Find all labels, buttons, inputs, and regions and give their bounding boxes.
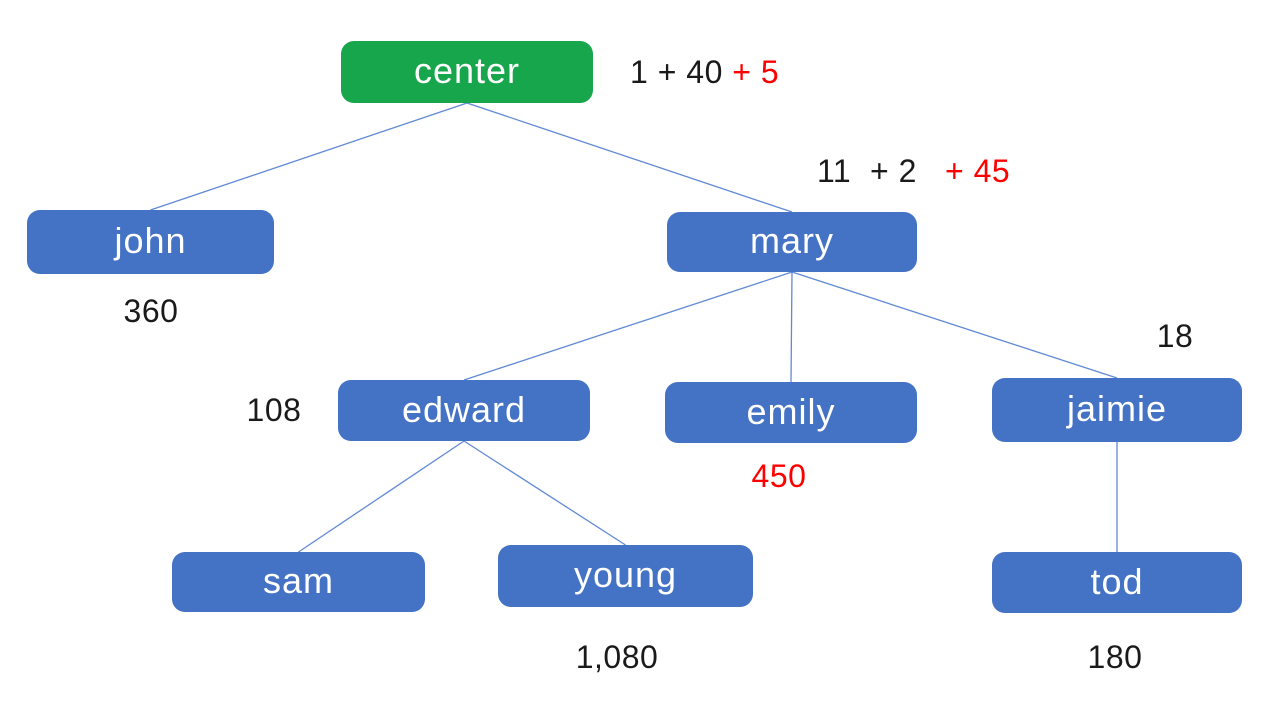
tree-node-label-young: young — [573, 554, 678, 595]
annotation-emily-value: 450 — [752, 460, 807, 492]
annotation-jaimie-value: 18 — [1157, 320, 1194, 352]
annotation-edward-value-part-0: 108 — [246, 392, 302, 428]
connector-edward-to-sam — [298, 440, 465, 553]
tree-node-jaimie[interactable]: jaimie — [992, 378, 1242, 442]
tree-node-label-sam: sam — [262, 560, 334, 601]
tree-node-label-mary: mary — [750, 220, 834, 261]
annotation-center-calc: 1 + 40 + 5 — [630, 56, 779, 88]
tree-node-young[interactable]: young — [498, 545, 753, 607]
tree-node-edward[interactable]: edward — [338, 380, 590, 441]
annotation-john-value: 360 — [124, 295, 179, 327]
connector-edward-to-young — [463, 440, 626, 546]
tree-node-label-center: center — [413, 50, 521, 91]
connector-mary-to-edward — [463, 271, 793, 381]
connector-center-to-mary — [466, 102, 793, 213]
tree-node-label-edward: edward — [401, 388, 527, 430]
tree-node-john[interactable]: john — [27, 210, 274, 274]
connector-mary-to-jaimie — [791, 271, 1118, 379]
annotation-john-value-part-0: 360 — [123, 293, 179, 329]
annotation-emily-value-part-0: 450 — [751, 458, 807, 494]
annotation-center-calc-part-0: 1 + 40 — [630, 54, 723, 90]
tree-node-label-jaimie: jaimie — [1066, 388, 1168, 429]
tree-node-tod[interactable]: tod — [992, 552, 1242, 613]
annotation-edward-value: 108 — [247, 394, 302, 426]
tree-node-sam[interactable]: sam — [172, 552, 425, 612]
tree-node-label-tod: tod — [1090, 560, 1144, 602]
annotation-tod-value-part-0: 180 — [1087, 639, 1143, 675]
annotation-mary-calc-part-0: 11 + 2 — [817, 153, 917, 189]
annotation-young-value-part-0: 1,080 — [575, 639, 659, 675]
annotation-tod-value: 180 — [1088, 641, 1143, 673]
annotation-young-value: 1,080 — [576, 641, 659, 673]
tree-node-label-john: john — [114, 220, 187, 261]
connector-mary-to-emily — [790, 271, 793, 383]
annotation-jaimie-value-part-0: 18 — [1156, 318, 1194, 354]
annotation-mary-calc-part-1: + 45 — [916, 153, 1011, 189]
tree-node-label-emily: emily — [746, 390, 836, 432]
tree-node-emily[interactable]: emily — [665, 382, 917, 443]
annotation-mary-calc: 11 + 2 + 45 — [817, 155, 1010, 187]
connector-center-to-john — [150, 102, 468, 211]
annotation-center-calc-part-1: + 5 — [722, 54, 780, 90]
tree-node-mary[interactable]: mary — [667, 212, 917, 272]
tree-node-center[interactable]: center — [341, 41, 593, 103]
